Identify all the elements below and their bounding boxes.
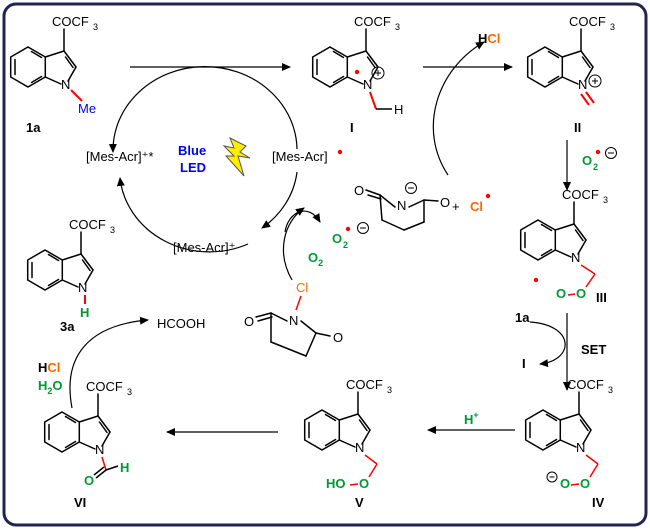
water-reagent: H2O	[38, 378, 63, 396]
compound-V: COCF 3 N O HO	[303, 377, 392, 491]
superoxide-right: O 2	[582, 147, 617, 172]
svg-text:2: 2	[343, 240, 348, 250]
svg-text:N: N	[578, 77, 587, 92]
svg-text:O: O	[560, 476, 570, 491]
arrow-hcl-release	[432, 41, 485, 176]
compound-II: COCF 3 N	[526, 14, 615, 106]
plus-sign: +	[452, 199, 460, 214]
svg-text:O: O	[84, 473, 94, 488]
catalytic-cycle-lower	[116, 177, 249, 253]
svg-text:O: O	[582, 153, 592, 168]
svg-text:N: N	[61, 77, 70, 92]
svg-text:Cl: Cl	[296, 280, 308, 295]
label-I: I	[350, 120, 354, 135]
svg-text:3: 3	[93, 22, 98, 32]
label-3a: 3a	[60, 319, 75, 334]
svg-text:COCF: COCF	[86, 379, 123, 394]
svg-text:N: N	[95, 442, 104, 457]
lightning-bolt-icon	[222, 136, 251, 177]
label-II: II	[574, 120, 581, 135]
superoxide-center: O 2	[332, 222, 369, 250]
label-1a-below: 1a	[515, 310, 530, 325]
svg-text:H: H	[80, 305, 89, 320]
compound-3a: COCF 3 N H	[26, 217, 115, 320]
mes-acr-cation: [Mes-Acr]⁺	[173, 240, 235, 255]
svg-text:3: 3	[603, 195, 608, 205]
chlorine-radical: Cl	[470, 199, 483, 214]
set-label: SET	[581, 342, 606, 357]
svg-text:O: O	[333, 330, 343, 345]
label-VI: VI	[74, 495, 86, 510]
compound-III: COCF 3 N O O	[519, 187, 608, 301]
product-I-label: I	[522, 356, 526, 371]
svg-text:COCF: COCF	[52, 14, 89, 29]
svg-text:N: N	[571, 250, 580, 265]
svg-text:O: O	[359, 476, 369, 491]
svg-text:COCF: COCF	[346, 377, 383, 392]
arrow-hydrolysis	[69, 316, 149, 409]
svg-text:3: 3	[610, 22, 615, 32]
methyl-label: Me	[78, 101, 96, 116]
svg-text:N: N	[289, 313, 298, 328]
compound-I: COCF 3 N H	[311, 14, 403, 117]
svg-text:O: O	[440, 195, 450, 210]
svg-text:N: N	[363, 77, 372, 92]
svg-text:3: 3	[387, 385, 392, 395]
o2-center: O2	[308, 250, 323, 268]
arrow-o2-reduction	[284, 210, 321, 233]
svg-text:3: 3	[127, 387, 132, 397]
svg-text:H: H	[394, 102, 403, 117]
proton-label: H+	[464, 410, 479, 427]
svg-text:COCF: COCF	[69, 217, 106, 232]
blue-led-label-2: LED	[180, 160, 206, 175]
svg-text:O: O	[556, 286, 566, 301]
succinimidyl-radical: N O O	[354, 182, 450, 231]
svg-text:COCF: COCF	[567, 377, 604, 392]
svg-text:O: O	[354, 183, 364, 198]
blue-led-label-1: Blue	[178, 143, 206, 158]
hcl-top: HCl	[478, 31, 500, 46]
arrow-ncs-consumption	[282, 207, 305, 281]
mes-acr-radical: [Mes-Acr]	[272, 149, 328, 164]
label-V: V	[355, 495, 364, 510]
svg-text:O: O	[580, 476, 590, 491]
svg-text:COCF: COCF	[562, 187, 599, 202]
svg-text:O: O	[576, 286, 586, 301]
svg-text:3: 3	[395, 22, 400, 32]
svg-text:H: H	[120, 460, 129, 475]
svg-text:3: 3	[110, 225, 115, 235]
svg-text:N: N	[78, 280, 87, 295]
svg-text:2: 2	[593, 162, 598, 172]
svg-text:N: N	[576, 440, 585, 455]
hcl-reagent: HCl	[38, 360, 60, 375]
svg-text:HO: HO	[326, 476, 346, 491]
svg-text:N: N	[355, 440, 364, 455]
svg-text:O: O	[332, 231, 342, 246]
label-1a: 1a	[26, 120, 41, 135]
formic-acid: HCOOH	[157, 316, 205, 331]
mes-acr-excited: [Mes-Acr]⁺*	[86, 149, 154, 164]
label-IV: IV	[592, 495, 605, 510]
svg-text:COCF: COCF	[569, 14, 606, 29]
compound-ncs: N Cl O O	[244, 280, 343, 357]
svg-text:O: O	[244, 314, 254, 329]
svg-text:COCF: COCF	[354, 14, 391, 29]
catalytic-cycle-right	[261, 171, 298, 229]
svg-text:N: N	[397, 198, 406, 213]
arrow-set-curved	[529, 321, 566, 368]
label-III: III	[596, 290, 607, 305]
compound-IV: COCF 3 N O O	[524, 377, 613, 491]
compound-1a: COCF 3 N Me	[9, 14, 98, 116]
compound-VI: COCF 3 N O H	[43, 379, 132, 488]
catalytic-cycle-upper	[108, 66, 298, 153]
svg-text:3: 3	[608, 385, 613, 395]
